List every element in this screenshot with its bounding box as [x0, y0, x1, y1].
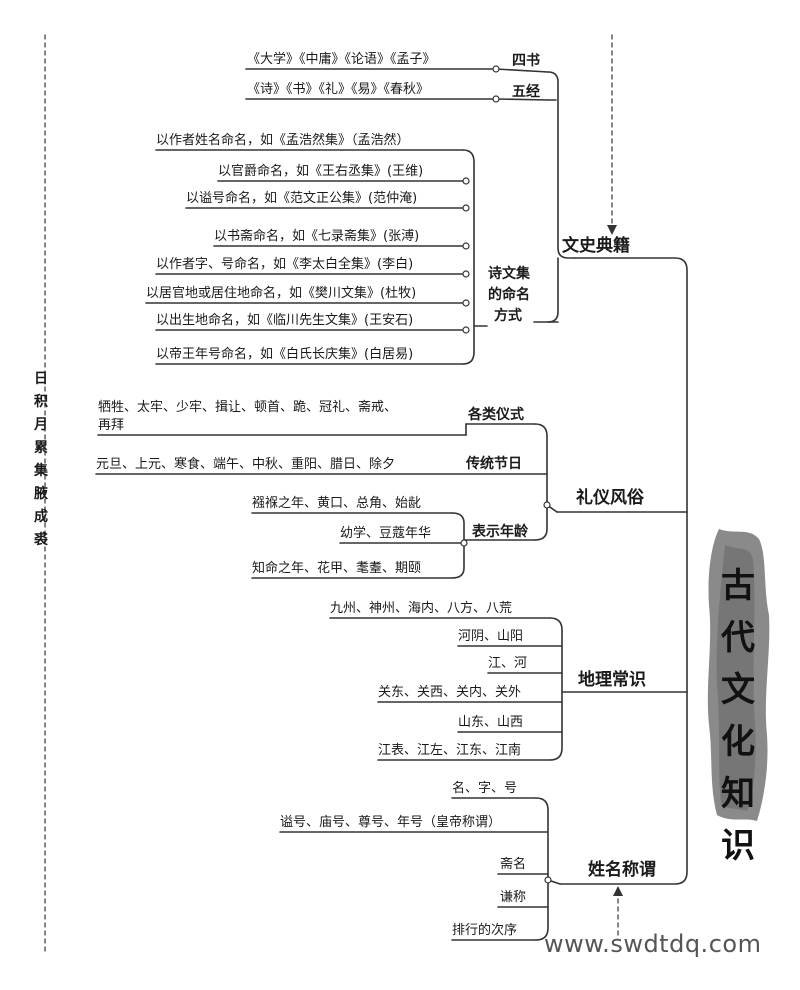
sishu-label: 四书	[512, 53, 540, 69]
age-item: 幼学、豆蔻年华	[340, 526, 432, 541]
ritual-label: 各类仪式	[468, 407, 524, 423]
side-note: 日积月累集腋成裘	[30, 368, 52, 552]
branch-liyi: 礼仪风俗	[576, 488, 644, 508]
main-title-char: 古	[721, 566, 755, 606]
branch-xingming: 姓名称谓	[588, 860, 656, 880]
side-note-char: 腋	[34, 486, 48, 502]
side-note-char: 集	[34, 463, 48, 479]
bottom-arrowhead	[613, 886, 623, 896]
name-item: 谥号、庙号、尊号、年号（皇帝称谓）	[280, 815, 502, 830]
top-arrowhead	[607, 225, 617, 235]
main-title-char: 代	[721, 618, 755, 658]
name-item: 名、字、号	[452, 781, 518, 796]
side-note-char: 成	[34, 509, 48, 525]
main-title-char: 文	[721, 670, 755, 710]
festival-items: 元旦、上元、寒食、端午、中秋、重阳、腊日、除夕	[96, 457, 396, 472]
festival-label: 传统节日	[466, 456, 522, 472]
poetry-naming-item: 以书斋命名，如《七录斋集》(张溥)	[214, 229, 420, 244]
sishu-content: 《大学》《中庸》《论语》《孟子》	[247, 52, 436, 67]
main-title: 古代文化知识	[706, 560, 770, 872]
name-item: 谦称	[500, 890, 527, 905]
geo-item: 河阴、山阳	[458, 629, 524, 644]
name-item: 斋名	[500, 857, 527, 872]
name-bracket	[535, 797, 549, 941]
side-note-char: 月	[34, 417, 48, 433]
poetry-naming-item: 以帝王年号命名，如《白氏长庆集》(白居易)	[156, 347, 414, 362]
poetry-naming-label-3: 方式	[494, 308, 522, 324]
poetry-naming-item: 以官爵命名，如《王右丞集》(王维)	[218, 164, 424, 179]
brush-stroke-background	[707, 529, 770, 821]
trunk-line	[559, 257, 688, 885]
main-title-char: 知	[721, 774, 755, 814]
side-note-char: 日	[34, 371, 48, 387]
wujing-label: 五经	[512, 84, 540, 100]
branch-wenshi: 文史典籍	[562, 236, 630, 256]
geo-item: 江、河	[488, 656, 528, 671]
side-note-char: 裘	[34, 532, 48, 548]
poetry-naming-label-2: 的命名	[488, 287, 530, 303]
watermark-text: www.swdtdq.com	[544, 930, 762, 958]
poetry-naming-label-1: 诗文集	[488, 266, 530, 282]
ritual-items-line-2: 再拜	[98, 418, 125, 433]
poetry-bracket	[462, 149, 475, 365]
age-label: 表示年龄	[472, 524, 528, 540]
main-title-char: 识	[721, 826, 755, 866]
wujing-content: 《诗》《书》《礼》《易》《春秋》	[247, 82, 430, 97]
side-note-char: 累	[34, 440, 48, 456]
poetry-naming-item: 以作者姓名命名，如《孟浩然集》（孟浩然）	[156, 133, 410, 148]
main-title-char: 化	[721, 722, 755, 762]
geo-item: 山东、山西	[458, 715, 524, 730]
branch-dili: 地理常识	[578, 670, 646, 690]
name-item: 排行的次序	[452, 923, 518, 938]
geo-item: 关东、关西、关内、关外	[378, 685, 522, 700]
age-item: 知命之年、花甲、耄耋、期颐	[252, 561, 422, 576]
poetry-naming-item: 以谥号命名，如《范文正公集》(范仲淹)	[186, 191, 418, 206]
ritual-bracket	[534, 423, 548, 541]
poetry-naming-item: 以居官地或居住地命名，如《樊川文集》(杜牧)	[146, 286, 417, 301]
poetry-naming-item: 以出生地命名，如《临川先生文集》(王安石)	[156, 313, 414, 328]
geo-item: 江表、江左、江东、江南	[378, 743, 522, 758]
poetry-naming-item: 以作者字、号命名，如《李太白全集》(李白)	[156, 257, 414, 272]
age-item: 襁褓之年、黄口、总角、始龀	[252, 496, 422, 511]
ritual-items-line-1: 牺牲、太牢、少牢、揖让、顿首、跪、冠礼、斋戒、	[98, 400, 398, 415]
geo-item: 九州、神州、海内、八方、八荒	[330, 601, 513, 616]
geo-bracket	[549, 617, 563, 761]
side-note-char: 积	[34, 394, 48, 410]
